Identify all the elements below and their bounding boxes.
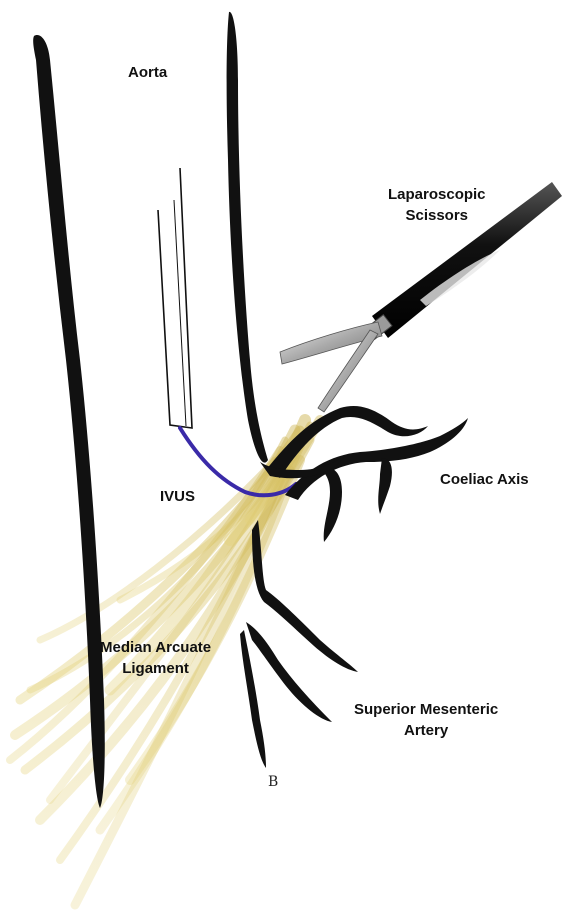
label-mal-line1: Median Arcuate — [100, 637, 211, 658]
label-sma-line2: Artery — [354, 720, 498, 741]
label-scissors-line1: Laparoscopic — [388, 184, 486, 205]
label-laparoscopic-scissors: Laparoscopic Scissors — [388, 184, 486, 226]
label-superior-mesenteric-artery: Superior Mesenteric Artery — [354, 699, 498, 741]
label-mal-line2: Ligament — [100, 658, 211, 679]
label-scissors-line2: Scissors — [388, 205, 486, 226]
label-sma-line1: Superior Mesenteric — [354, 699, 498, 720]
artist-signature: B — [268, 774, 278, 790]
label-median-arcuate-ligament: Median Arcuate Ligament — [100, 637, 211, 679]
superior-mesenteric-artery-branches — [240, 520, 358, 768]
label-ivus: IVUS — [160, 486, 195, 507]
label-coeliac-axis: Coeliac Axis — [440, 469, 529, 490]
label-ivus-text: IVUS — [160, 486, 195, 507]
ivus-catheter — [158, 168, 296, 495]
label-coeliac-text: Coeliac Axis — [440, 469, 529, 490]
label-aorta-text: Aorta — [128, 62, 167, 83]
label-aorta: Aorta — [128, 62, 167, 83]
